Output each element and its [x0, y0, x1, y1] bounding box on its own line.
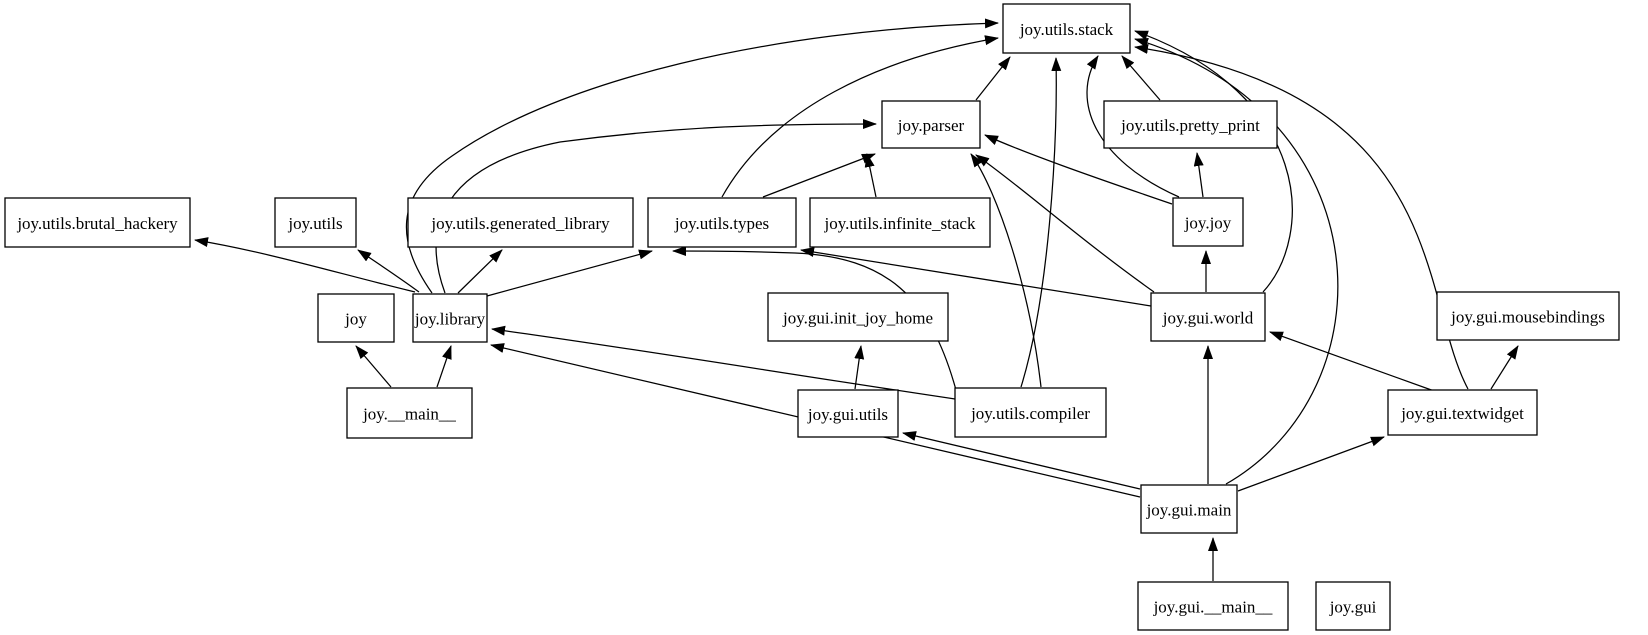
edge-joy.gui.textwidget-to-joy.utils.stack	[1134, 44, 1469, 390]
node-joy-gui-main: joy.gui.main	[1140, 484, 1238, 534]
node-box-joy-utils-infinite-stack	[809, 197, 991, 248]
node-joy-main: joy.__main__	[346, 387, 473, 439]
node-box-joy-gui-main-module	[1137, 581, 1289, 631]
node-joy-utils: joy.utils	[274, 197, 357, 248]
node-label-joy-joy: joy.joy	[1184, 214, 1232, 233]
node-label-joy-utils-infinite-stack: joy.utils.infinite_stack	[824, 214, 976, 233]
node-joy-utils-generated-library: joy.utils.generated_library	[407, 197, 634, 248]
edge-joy.gui.textwidget-to-joy.gui.mousebindings	[1490, 345, 1519, 390]
node-joy-utils-stack: joy.utils.stack	[1002, 3, 1131, 54]
node-label-joy-utils: joy.utils	[287, 214, 342, 233]
nodes-layer: joy.utils.stack joy.parser joy.utils.prett…	[4, 3, 1620, 631]
edge-joy.gui.textwidget-to-joy.gui.world	[1269, 331, 1438, 393]
edge-joy.__main__-to-joy.library	[436, 345, 452, 388]
node-box-joy-gui-textwidget	[1387, 389, 1538, 436]
node-label-joy-gui-mousebindings: joy.gui.mousebindings	[1450, 308, 1605, 327]
edge-joy.gui.utils-to-joy.gui.init_joy_home	[854, 345, 865, 390]
node-joy-utils-infinite-stack: joy.utils.infinite_stack	[809, 197, 991, 248]
edge-joy.joy-to-joy.utils.stack	[1086, 55, 1180, 198]
node-label-joy-gui: joy.gui	[1329, 598, 1377, 617]
node-joy-utils-pretty-print: joy.utils.pretty_print	[1103, 100, 1278, 149]
edge-joy.joy-to-joy.parser	[984, 134, 1173, 205]
node-label-joy-gui-world: joy.gui.world	[1162, 309, 1254, 328]
node-joy-parser: joy.parser	[881, 100, 981, 149]
node-box-joy-utils-pretty-print	[1103, 100, 1278, 149]
node-box-joy-utils-brutal-hackery	[4, 197, 191, 248]
node-joy-library: joy.library	[412, 293, 488, 343]
node-joy-utils-compiler: joy.utils.compiler	[954, 387, 1107, 438]
node-box-joy-utils	[274, 197, 357, 248]
node-label-joy-gui-init-joy-home: joy.gui.init_joy_home	[782, 309, 933, 328]
edge-joy.gui.world-to-joy.parser	[975, 154, 1155, 293]
edge-joy.library-to-joy.utils.types	[486, 249, 653, 297]
node-label-joy-main: joy.__main__	[362, 405, 456, 424]
node-label-joy-parser: joy.parser	[897, 116, 965, 135]
node-joy-gui-textwidget: joy.gui.textwidget	[1387, 389, 1538, 436]
edge-joy.__main__-to-joy	[355, 345, 392, 388]
node-box-joy-gui-utils	[797, 389, 899, 438]
edge-joy.gui.main-to-joy.utils.stack	[1134, 38, 1339, 485]
node-joy-gui-main-module: joy.gui.__main__	[1137, 581, 1289, 631]
edge-joy.utils.types-to-joy.parser	[762, 153, 876, 198]
node-box-joy-library	[412, 293, 488, 343]
edge-joy.library-to-joy.utils.stack	[405, 18, 999, 294]
node-box-joy-utils-types	[647, 197, 797, 248]
node-box-joy-gui-init-joy-home	[767, 292, 949, 342]
node-box-joy-gui-world	[1150, 292, 1266, 342]
node-label-joy-utils-stack: joy.utils.stack	[1019, 20, 1114, 39]
edge-joy.joy-to-joy.utils.pretty_print	[1193, 152, 1204, 198]
edge-joy.gui.main-to-joy.gui.textwidget	[1237, 436, 1385, 492]
edge-joy.utils.types-to-joy.utils.stack	[721, 35, 999, 198]
node-box-joy-utils-stack	[1002, 3, 1131, 54]
node-label-joy: joy	[344, 310, 367, 329]
edge-joy.gui.main-to-joy.gui.utils	[902, 431, 1141, 490]
node-box-joy	[317, 293, 395, 343]
edge-joy.utils.compiler-to-joy.utils.stack	[1020, 57, 1062, 388]
node-label-joy-gui-main: joy.gui.main	[1146, 501, 1232, 520]
edge-joy.library-to-joy.utils.brutal_hackery	[194, 237, 416, 293]
node-box-joy-joy	[1172, 197, 1244, 247]
node-joy-gui-world: joy.gui.world	[1150, 292, 1266, 342]
node-label-joy-library: joy.library	[414, 310, 486, 329]
edge-joy.utils.compiler-to-joy.parser	[970, 153, 1042, 388]
node-joy-gui: joy.gui	[1315, 581, 1391, 631]
node-label-joy-gui-main-module: joy.gui.__main__	[1153, 598, 1273, 617]
edge-joy.library-to-joy.utils.generated_library	[457, 249, 503, 294]
edge-joy.utils.pretty_print-to-joy.utils.stack	[1121, 55, 1161, 101]
node-box-joy-main	[346, 387, 473, 439]
edge-joy.utils.compiler-to-joy.library	[491, 325, 956, 400]
node-label-joy-utils-compiler: joy.utils.compiler	[970, 404, 1090, 423]
node-joy-gui-utils: joy.gui.utils	[797, 389, 899, 438]
node-label-joy-gui-utils: joy.gui.utils	[807, 405, 888, 424]
node-joy-utils-brutal-hackery: joy.utils.brutal_hackery	[4, 197, 191, 248]
node-joy-gui-mousebindings: joy.gui.mousebindings	[1436, 291, 1620, 341]
node-label-joy-utils-pretty-print: joy.utils.pretty_print	[1120, 116, 1260, 135]
node-joy-utils-types: joy.utils.types	[647, 197, 797, 248]
node-joy-joy: joy.joy	[1172, 197, 1244, 247]
node-label-joy-gui-textwidget: joy.gui.textwidget	[1400, 404, 1524, 423]
edge-joy.gui.world-to-joy.utils.stack	[1134, 30, 1293, 293]
node-box-joy-gui-main	[1140, 484, 1238, 534]
edge-joy.utils.infinite_stack-to-joy.parser	[864, 153, 877, 198]
node-joy-gui-init-joy-home: joy.gui.init_joy_home	[767, 292, 949, 342]
node-box-joy-gui	[1315, 581, 1391, 631]
node-label-joy-utils-generated-library: joy.utils.generated_library	[430, 214, 610, 233]
edge-joy.gui.world-to-joy.utils.types	[800, 247, 1152, 307]
edge-joy.parser-to-joy.utils.stack	[975, 56, 1011, 101]
edges-layer	[194, 18, 1519, 581]
node-box-joy-parser	[881, 100, 981, 149]
node-joy: joy	[317, 293, 395, 343]
node-label-joy-utils-brutal-hackery: joy.utils.brutal_hackery	[16, 214, 178, 233]
edge-joy.library-to-joy.utils	[357, 249, 420, 293]
node-box-joy-gui-mousebindings	[1436, 291, 1620, 341]
node-label-joy-utils-types: joy.utils.types	[674, 214, 769, 233]
node-box-joy-utils-generated-library	[407, 197, 634, 248]
node-box-joy-utils-compiler	[954, 387, 1107, 438]
